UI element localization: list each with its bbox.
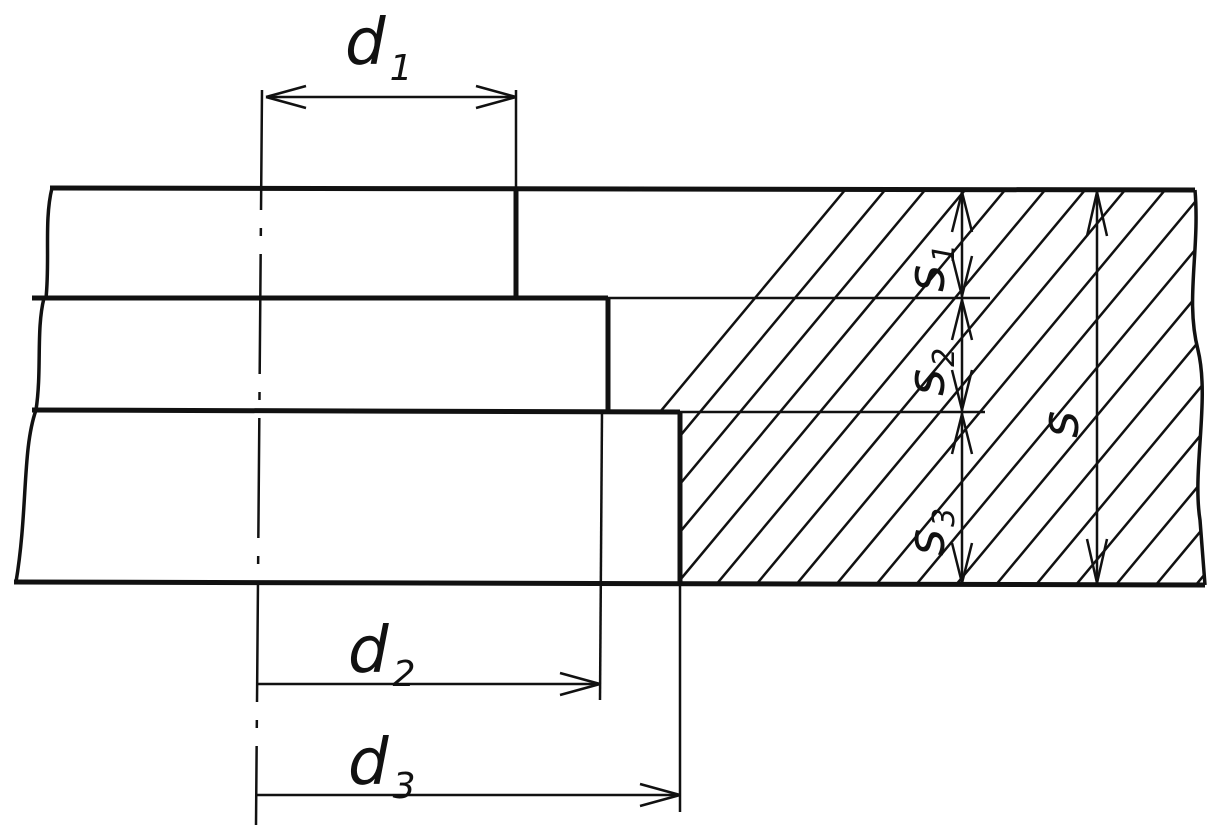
extension-lines [514,90,682,812]
section-hatching [516,190,1205,585]
top-edge [49,185,1196,193]
layer2-bottom-edge [31,407,681,415]
break-line-left-3 [14,409,38,583]
break-line-right [1190,189,1207,586]
dimension-s-total: s [1031,190,1109,585]
break-line-left-2 [34,297,46,411]
s2-label: s2 [897,348,962,396]
bottom-edge [13,579,1206,588]
center-line [254,89,264,826]
plate-outlines [13,185,1207,588]
dimension-s-layers: s1 s2 s3 [897,190,974,585]
break-line-left-1 [44,187,54,299]
s3-label: s3 [897,508,962,556]
s1-label: s1 [897,244,962,292]
s-label: s [1031,411,1091,438]
